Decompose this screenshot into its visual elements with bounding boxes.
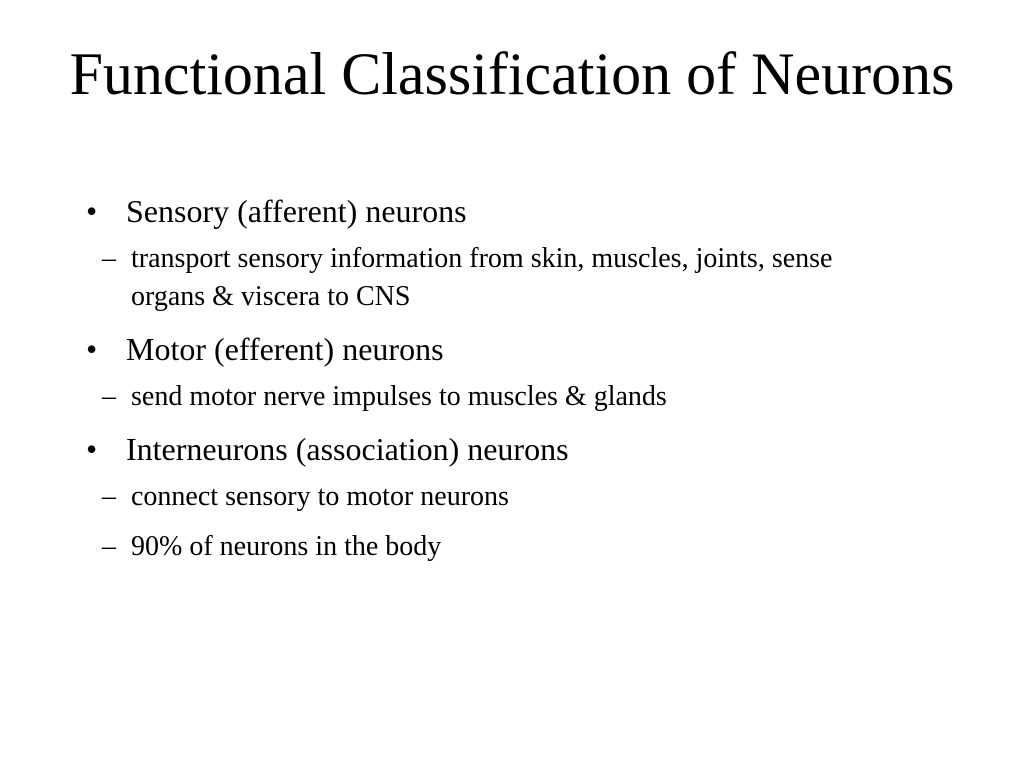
dash-icon: – <box>102 531 116 562</box>
bullet-text: Sensory (afferent) neurons <box>126 193 467 229</box>
sub-list: – transport sensory information from ski… <box>86 240 966 316</box>
bullet-list: • Sensory (afferent) neurons – transport… <box>86 190 966 578</box>
sub-list: – send motor nerve impulses to muscles &… <box>86 378 966 416</box>
list-item-motor: • Motor (efferent) neurons – send motor … <box>86 328 966 416</box>
sub-item: – send motor nerve impulses to muscles &… <box>86 378 891 416</box>
bullet-item: • Interneurons (association) neurons <box>86 428 966 470</box>
bullet-icon: • <box>86 431 98 467</box>
sub-item-text: 90% of neurons in the body <box>131 531 442 562</box>
dash-icon: – <box>102 381 116 412</box>
sub-item-text: send motor nerve impulses to muscles & g… <box>131 381 667 412</box>
bullet-icon: • <box>86 331 98 367</box>
sub-item: – 90% of neurons in the body <box>86 528 891 566</box>
sub-item-text: connect sensory to motor neurons <box>131 481 509 512</box>
dash-icon: – <box>102 481 116 512</box>
bullet-text: Motor (efferent) neurons <box>126 331 444 367</box>
list-item-sensory: • Sensory (afferent) neurons – transport… <box>86 190 966 316</box>
bullet-item: • Motor (efferent) neurons <box>86 328 966 370</box>
dash-icon: – <box>102 243 116 274</box>
sub-item: – transport sensory information from ski… <box>86 240 891 316</box>
sub-item: – connect sensory to motor neurons <box>86 478 891 516</box>
sub-list: – connect sensory to motor neurons – 90%… <box>86 478 966 566</box>
sub-item-text: transport sensory information from skin,… <box>131 243 833 312</box>
bullet-text: Interneurons (association) neurons <box>126 431 569 467</box>
list-item-interneurons: • Interneurons (association) neurons – c… <box>86 428 966 566</box>
bullet-item: • Sensory (afferent) neurons <box>86 190 966 232</box>
bullet-icon: • <box>86 193 98 229</box>
slide-title: Functional Classification of Neurons <box>69 41 955 107</box>
